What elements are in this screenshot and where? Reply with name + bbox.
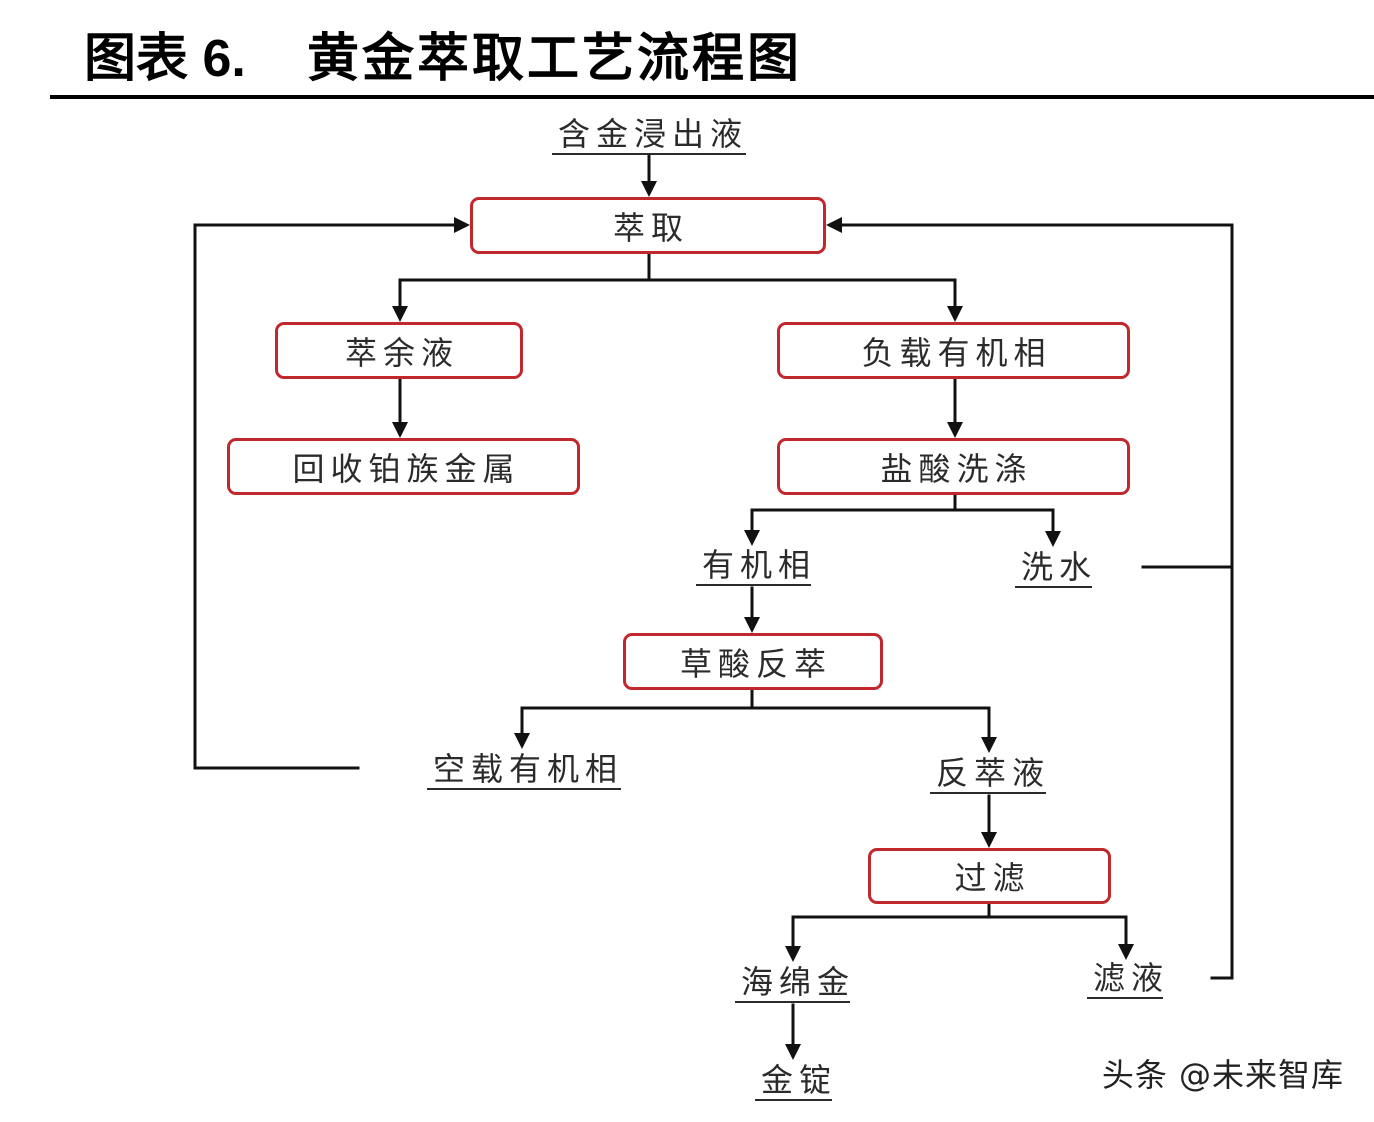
arrowhead-hcl-washing — [947, 422, 963, 438]
node-oxalic-acid-stripping: 草酸反萃 — [623, 633, 883, 690]
arrowhead-stripping — [744, 617, 760, 633]
arrowhead-raffinate — [392, 306, 408, 322]
arrowhead-strip-liquor — [981, 737, 997, 753]
node-strip-liquor: 反萃液 — [930, 754, 1046, 794]
node-pgm-recovery: 回收铂族金属 — [227, 438, 580, 495]
figure-title: 黄金萃取工艺流程图 — [307, 30, 803, 88]
arrowhead-wash-water — [1045, 531, 1061, 547]
node-loaded-organic-phase: 负载有机相 — [777, 322, 1130, 379]
arrowhead-filtrate — [1118, 944, 1134, 960]
arrowhead-pgm-recovery — [392, 422, 408, 438]
arrowhead-right-loop — [826, 217, 842, 233]
node-sponge-gold: 海绵金 — [735, 963, 850, 1003]
arrowhead-gold-ingot — [785, 1044, 801, 1060]
arrowhead-sponge-gold — [785, 946, 801, 962]
figure-label: 图表 6. — [84, 30, 246, 88]
arrowhead-filtration — [981, 832, 997, 848]
arrowhead-loaded-organic — [947, 306, 963, 322]
node-extraction: 萃取 — [470, 197, 826, 254]
node-gold-leach-solution: 含金浸出液 — [552, 115, 746, 155]
node-wash-water: 洗水 — [1015, 548, 1092, 588]
node-barren-organic-phase: 空载有机相 — [427, 750, 621, 790]
arrowhead-organic-phase — [744, 530, 760, 546]
node-gold-ingot: 金锭 — [755, 1061, 832, 1101]
loop-right-return-to-extraction — [836, 223, 1234, 980]
watermark: 头条 @未来智库 — [1101, 1056, 1344, 1094]
node-filtrate: 滤液 — [1087, 959, 1163, 999]
loop-barren-organic-to-extraction — [193, 223, 460, 770]
arrowhead-left-loop — [454, 217, 470, 233]
arrowhead-barren-organic — [514, 733, 530, 749]
node-organic-phase: 有机相 — [696, 546, 811, 586]
node-filtration: 过滤 — [868, 848, 1111, 904]
node-raffinate: 萃余液 — [275, 322, 523, 379]
arrowhead-extraction — [641, 181, 657, 197]
node-hcl-washing: 盐酸洗涤 — [777, 438, 1130, 495]
title-rule — [50, 95, 1374, 99]
